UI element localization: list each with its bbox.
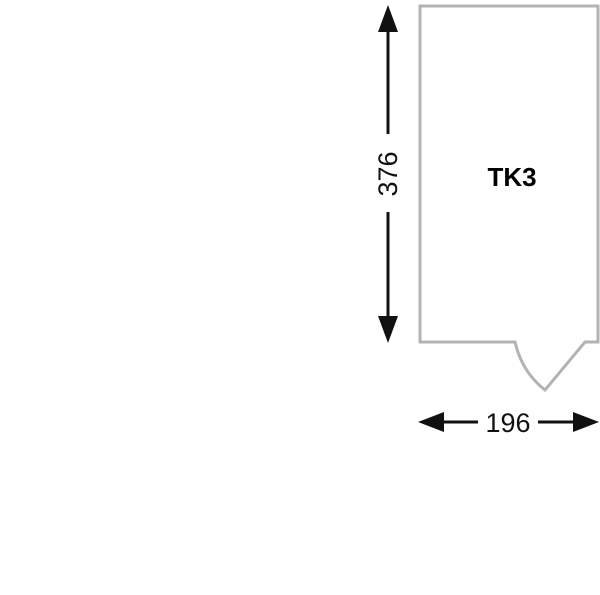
height-arrow-up-icon — [378, 5, 398, 32]
width-arrow-left-icon — [418, 412, 444, 432]
width-dimension: 196 — [418, 408, 599, 438]
height-dimension: 376 — [373, 5, 403, 343]
width-dimension-value: 196 — [485, 408, 530, 438]
product-label: TK3 — [487, 162, 536, 192]
product-outline — [418, 4, 600, 393]
height-arrow-down-icon — [378, 316, 398, 343]
width-arrow-right-icon — [573, 412, 599, 432]
height-dimension-value: 376 — [373, 151, 403, 196]
